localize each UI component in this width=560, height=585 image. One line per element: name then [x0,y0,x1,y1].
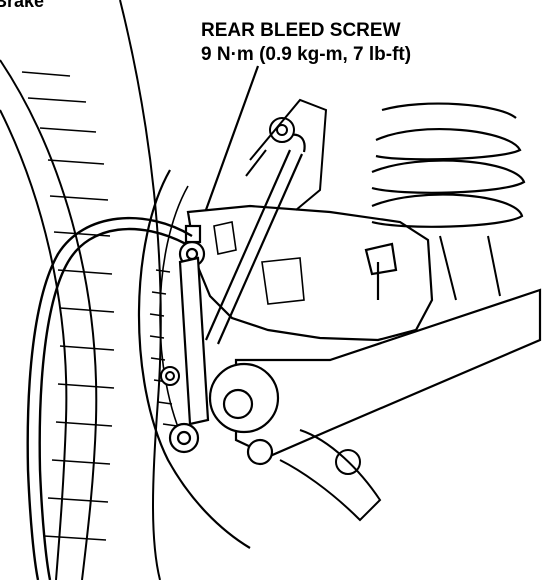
upper-bracket [245,98,328,211]
mounting-bolts [160,117,295,386]
knuckle [279,429,382,522]
tire [0,0,162,581]
bleed-hose [26,217,193,581]
coil-spring [371,102,526,301]
suspension-arm [208,288,542,466]
callout-torque: 9 N·m (0.9 kg-m, 7 lb-ft) [201,44,411,65]
heading-fragment: Brake [0,0,44,11]
brake-disc [137,169,251,549]
box-wrench [168,256,210,454]
brake-caliper [186,204,434,342]
callout-title: REAR BLEED SCREW [201,20,401,41]
